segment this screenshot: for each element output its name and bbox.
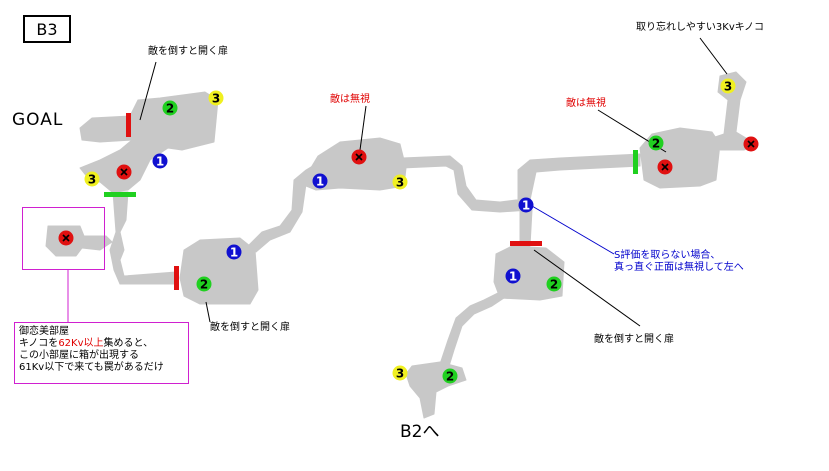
secret-note-line3: この小部屋に箱が出現する xyxy=(19,350,139,361)
door-goal-south-open xyxy=(104,192,136,197)
svg-text:1: 1 xyxy=(230,246,238,260)
svg-text:3: 3 xyxy=(396,367,404,381)
marker-1: 1 xyxy=(518,197,534,213)
marker-3: 3 xyxy=(84,171,100,187)
marker-2: 2 xyxy=(162,100,178,116)
annotation-s-rank-1: S評価を取らない場合、 xyxy=(614,250,721,261)
enemy-marker-secret xyxy=(58,230,74,246)
svg-text:2: 2 xyxy=(200,278,208,292)
enemy-marker xyxy=(116,164,132,180)
annotation-ignore-east: 敵は無視 xyxy=(566,98,606,109)
marker-1: 1 xyxy=(505,268,521,284)
svg-text:3: 3 xyxy=(88,173,96,187)
annotation-door-south: 敵を倒すと開く扉 xyxy=(594,334,674,345)
marker-1: 1 xyxy=(226,244,242,260)
svg-text:1: 1 xyxy=(522,199,530,213)
exit-label: B2へ xyxy=(400,422,440,442)
svg-text:3: 3 xyxy=(396,176,404,190)
marker-3: 3 xyxy=(208,90,224,106)
annotation-door-top: 敵を倒すと開く扉 xyxy=(148,46,228,57)
door-goal xyxy=(126,113,131,137)
marker-3: 3 xyxy=(392,174,408,190)
svg-text:2: 2 xyxy=(652,137,660,151)
svg-text:1: 1 xyxy=(316,175,324,189)
secret-note-line2-pre: キノコを xyxy=(19,338,59,349)
room-goal xyxy=(79,91,219,193)
marker-2: 2 xyxy=(196,276,212,292)
secret-note-line1: 御恋美部屋 xyxy=(19,326,69,337)
svg-text:1: 1 xyxy=(156,155,164,169)
marker-3: 3 xyxy=(392,365,408,381)
svg-text:2: 2 xyxy=(166,102,174,116)
enemy-marker xyxy=(657,159,673,175)
secret-room-note: 御恋美部屋 キノコを62Kv以上集めると、 この小部屋に箱が出現する 61Kv以… xyxy=(14,322,189,384)
enemy-marker xyxy=(743,136,759,152)
door-west xyxy=(174,266,179,290)
secret-room-frame xyxy=(22,207,105,322)
goal-label: GOAL xyxy=(12,110,64,130)
annotation-s-rank-2: 真っ直ぐ正面は無視して左へ xyxy=(614,262,744,273)
secret-note-line2: キノコを62Kv以上集めると、 xyxy=(19,338,184,350)
svg-text:3: 3 xyxy=(212,92,220,106)
enemy-marker xyxy=(351,149,367,165)
marker-2: 2 xyxy=(648,135,664,151)
annotation-line-s-rank xyxy=(531,205,615,255)
corridor-goal-south xyxy=(109,191,177,285)
corridor-junction-north xyxy=(517,153,641,201)
annotation-ignore-center: 敵は無視 xyxy=(330,94,370,105)
door-south xyxy=(510,241,542,246)
annotation-lines xyxy=(139,37,728,327)
floor-label: B3 xyxy=(23,15,71,43)
marker-2: 2 xyxy=(546,276,562,292)
annotation-mushroom: 取り忘れしやすい3Kvキノコ xyxy=(636,22,765,33)
marker-2: 2 xyxy=(442,368,458,384)
marker-1: 1 xyxy=(152,153,168,169)
svg-text:2: 2 xyxy=(446,370,454,384)
secret-note-line2-post: 集めると、 xyxy=(103,338,154,349)
annotation-door-mid: 敵を倒すと開く扉 xyxy=(210,322,290,333)
secret-note-line4: 61Kv以下で来ても罠があるだけ xyxy=(19,362,164,373)
svg-text:3: 3 xyxy=(724,80,732,94)
marker-3: 3 xyxy=(720,78,736,94)
svg-text:1: 1 xyxy=(509,270,517,284)
door-east-open xyxy=(633,150,638,174)
svg-text:2: 2 xyxy=(550,278,558,292)
marker-1: 1 xyxy=(312,173,328,189)
secret-note-threshold: 62Kv以上 xyxy=(58,338,104,349)
